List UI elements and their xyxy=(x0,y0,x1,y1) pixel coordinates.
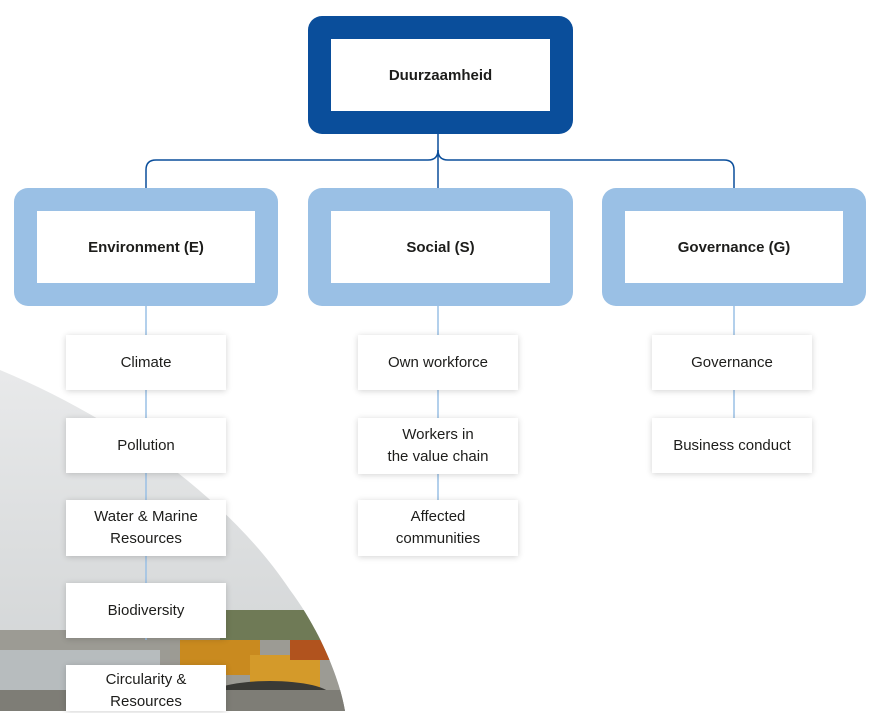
topic-circularity: Circularity & Resources xyxy=(66,665,226,711)
topic-pollution: Pollution xyxy=(66,418,226,473)
pillar-social-label: Social (S) xyxy=(331,211,550,283)
topic-biodiversity: Biodiversity xyxy=(66,583,226,638)
pillar-social: Social (S) xyxy=(308,188,573,306)
pillar-governance: Governance (G) xyxy=(602,188,866,306)
pillar-environment: Environment (E) xyxy=(14,188,278,306)
topic-governance: Governance xyxy=(652,335,812,390)
topic-business-conduct: Business conduct xyxy=(652,418,812,473)
topic-affected-communities: Affected communities xyxy=(358,500,518,556)
topic-workers-value-chain: Workers in the value chain xyxy=(358,418,518,474)
topic-water-marine: Water & Marine Resources xyxy=(66,500,226,556)
topic-own-workforce: Own workforce xyxy=(358,335,518,390)
root-label: Duurzaamheid xyxy=(331,39,550,111)
pillar-governance-label: Governance (G) xyxy=(625,211,843,283)
pillar-environment-label: Environment (E) xyxy=(37,211,255,283)
root-node: Duurzaamheid xyxy=(308,16,573,134)
topic-climate: Climate xyxy=(66,335,226,390)
